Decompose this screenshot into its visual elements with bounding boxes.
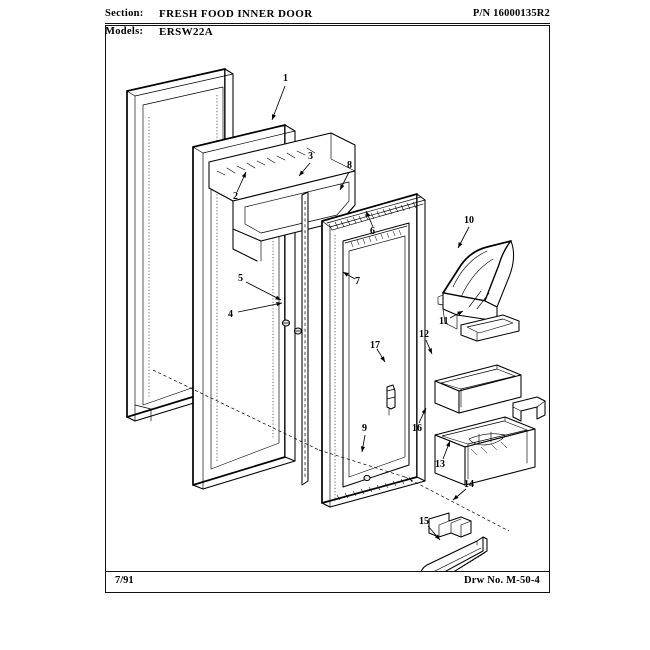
callout-number-12: 12	[419, 329, 429, 340]
part-dairy-compartment-shelf	[460, 314, 520, 342]
header-section-row: Section: FRESH FOOD INNER DOOR P/N 16000…	[105, 8, 550, 25]
header-divider	[105, 23, 550, 24]
callout-number-1: 1	[283, 73, 288, 84]
callout-number-15: 15	[419, 516, 429, 527]
part-door-shelf-narrow	[434, 364, 522, 414]
footer-divider	[105, 571, 550, 573]
part-shelf-stop-pin	[386, 384, 396, 416]
callout-arrow-11	[457, 311, 463, 316]
callout-arrow-1	[272, 114, 276, 120]
callout-number-11: 11	[439, 316, 448, 327]
callout-arrow-7	[343, 272, 349, 277]
models-label: Models:	[105, 26, 144, 37]
callout-number-17: 17	[370, 340, 380, 351]
callout-leader-5	[245, 281, 282, 301]
callout-number-13: 13	[435, 459, 445, 470]
callout-arrow-2	[241, 172, 246, 178]
callout-arrow-12	[427, 348, 432, 354]
part-shelf-end-cap	[428, 512, 472, 538]
callout-number-10: 10	[464, 215, 474, 226]
part-door-handle-panel	[192, 124, 356, 490]
part-dairy-compartment-cover	[437, 240, 515, 330]
callout-arrow-13	[446, 441, 450, 447]
callout-arrow-3	[299, 170, 305, 176]
callout-arrow-6	[366, 211, 371, 217]
section-label: Section:	[105, 8, 144, 19]
callout-number-14: 14	[464, 479, 474, 490]
callout-arrow-10	[458, 242, 463, 248]
callout-arrow-15	[434, 534, 440, 540]
section-title: FRESH FOOD INNER DOOR	[159, 8, 313, 20]
callout-number-9: 9	[362, 423, 367, 434]
callout-number-8: 8	[347, 160, 352, 171]
callout-leader-1	[271, 85, 286, 121]
callout-number-4: 4	[228, 309, 233, 320]
part-trim-strip	[301, 191, 309, 486]
callout-arrow-14	[453, 494, 459, 500]
part-inner-door-liner	[321, 193, 426, 508]
callout-number-2: 2	[233, 191, 238, 202]
callout-number-3: 3	[308, 151, 313, 162]
part-door-bin-deep	[434, 416, 536, 486]
callout-arrow-5	[275, 295, 281, 300]
part-screws	[281, 319, 303, 335]
header-models-row: Models: ERSW22A	[105, 26, 550, 43]
drawing-footer: 7/91 Drw No. M-50-4	[105, 571, 550, 593]
part-shelf-retainer-bar	[420, 536, 488, 571]
callout-arrow-8	[340, 184, 345, 190]
callout-arrow-4	[276, 302, 282, 307]
part-number: P/N 16000135R2	[472, 8, 550, 19]
callout-arrow-9	[360, 446, 366, 452]
part-bin-support	[512, 396, 546, 422]
callout-leader-4	[237, 302, 283, 313]
callout-arrow-16	[421, 408, 426, 414]
models-value: ERSW22A	[159, 26, 214, 38]
callout-arrow-17	[380, 356, 385, 362]
callout-number-7: 7	[355, 276, 360, 287]
drawing-number: Drw No. M-50-4	[464, 575, 540, 586]
revision-date: 7/91	[115, 575, 134, 586]
callout-number-6: 6	[370, 226, 375, 237]
callout-number-5: 5	[238, 273, 243, 284]
callout-number-16: 16	[412, 423, 422, 434]
drawing-frame	[105, 25, 550, 593]
